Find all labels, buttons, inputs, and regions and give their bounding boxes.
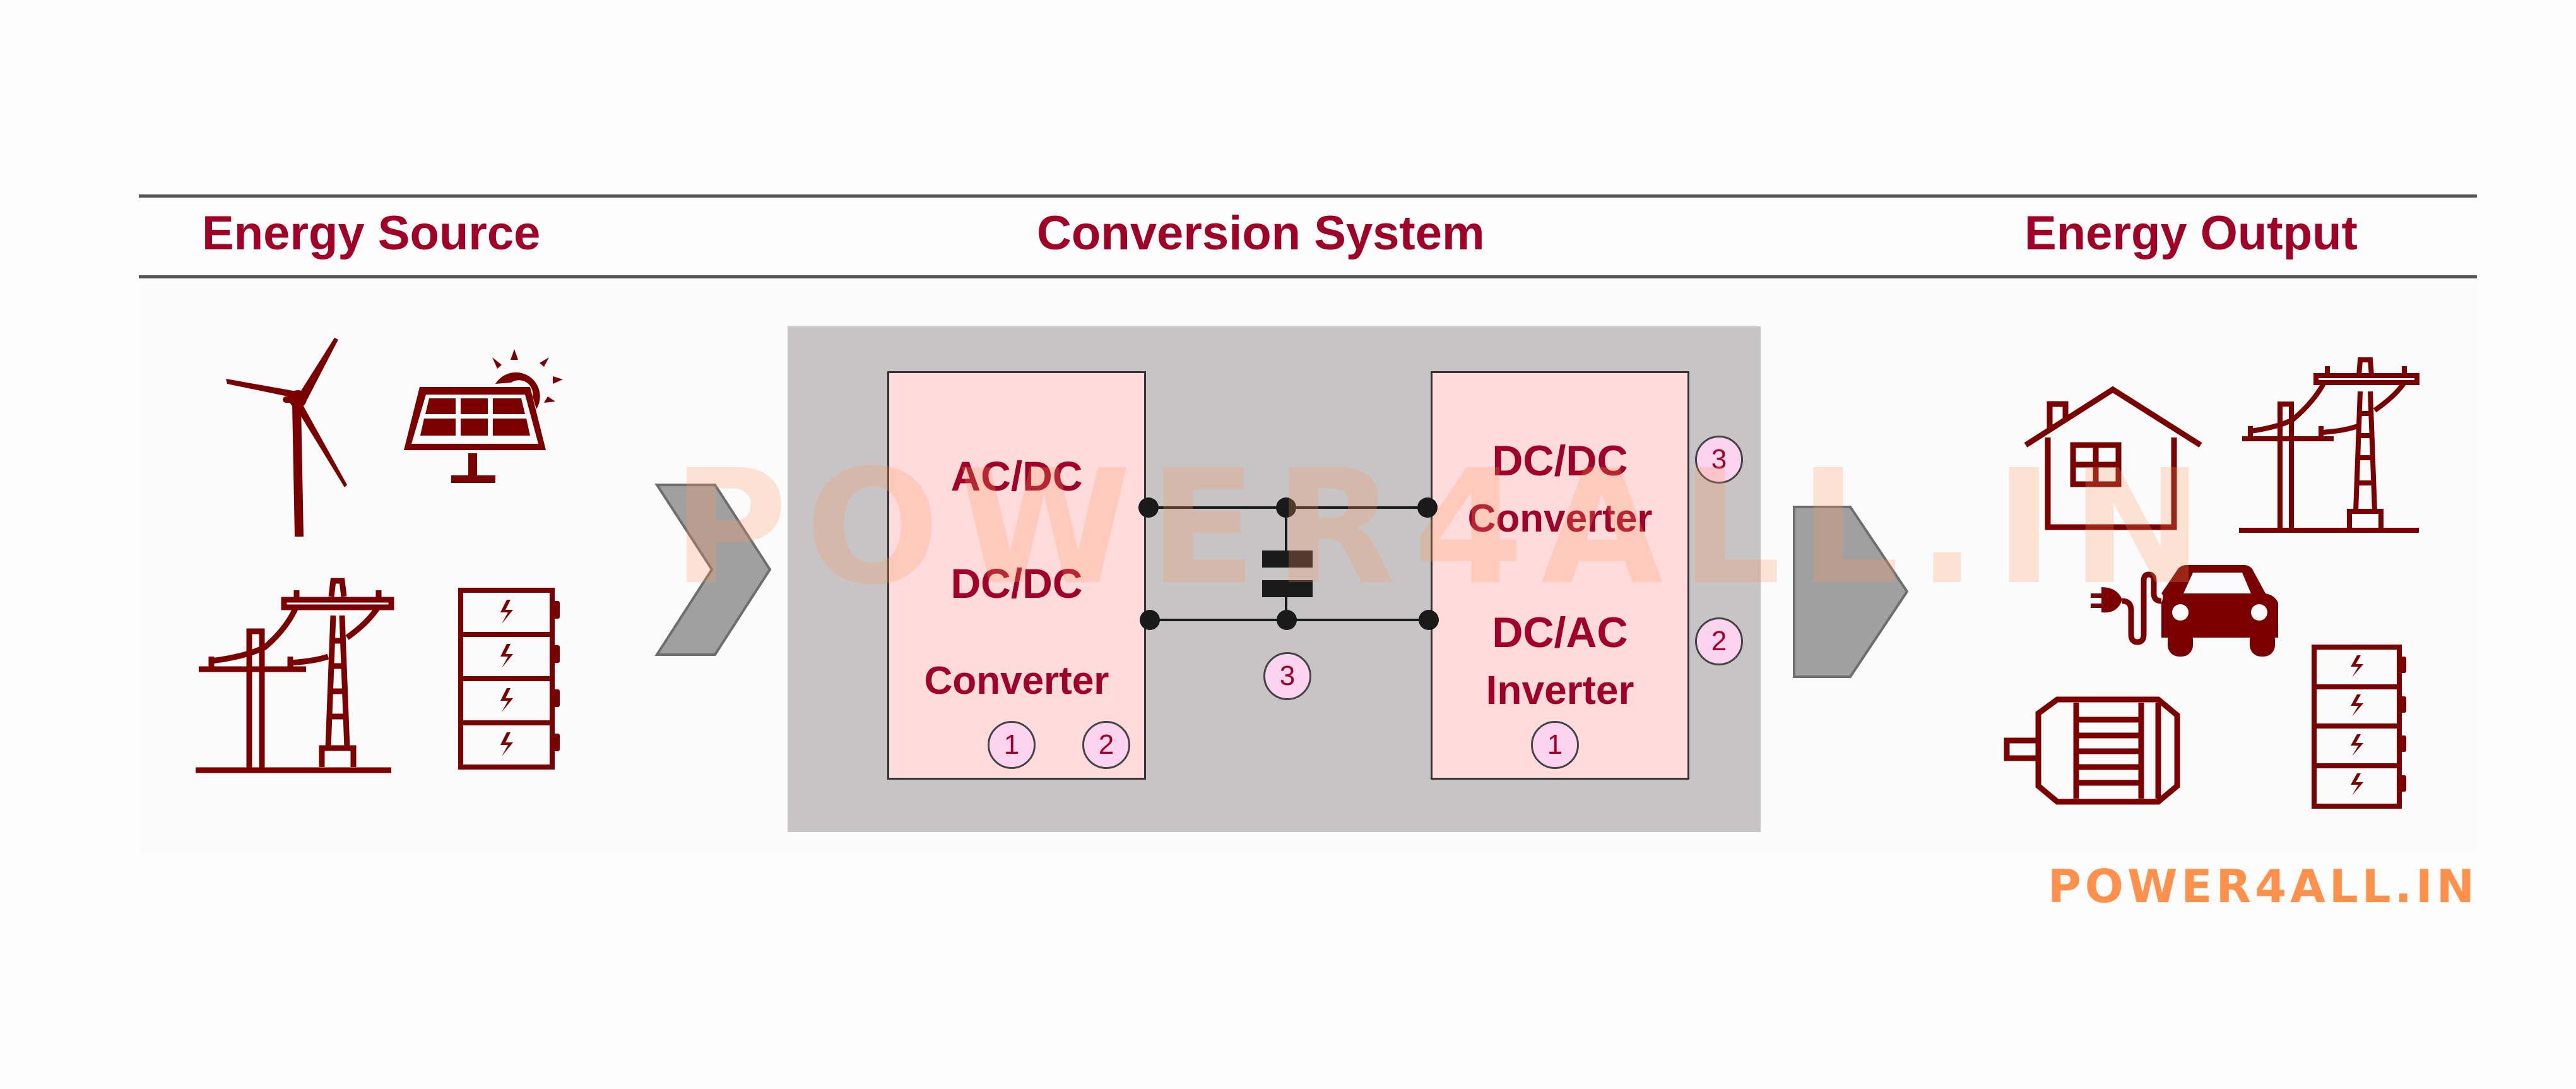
header-energy-output: Energy Output	[2024, 206, 2358, 260]
input-flow-arrow-icon	[654, 484, 772, 656]
ac-dc-dc-dc-converter-block: AC/DC DC/DC Converter	[887, 371, 1146, 780]
solar-panel-icon	[404, 349, 563, 483]
ev-charging-icon	[2091, 565, 2278, 657]
output-flow-arrow-icon	[1793, 506, 1909, 678]
battery-stack-icon	[458, 588, 560, 770]
electric-motor-icon	[2004, 696, 2180, 805]
header-bottom-rule	[139, 275, 2477, 278]
battery-stack-icon	[2312, 645, 2406, 809]
header-conversion-system: Conversion System	[1037, 206, 1485, 260]
left-block-badge-2: 2	[1082, 721, 1130, 769]
right-block-bottom-line1: DC/AC	[1492, 609, 1628, 657]
house-icon	[2024, 386, 2202, 530]
right-block-badge-2: 2	[1695, 617, 1743, 665]
left-block-badge-1: 1	[988, 721, 1036, 769]
right-block-bottom-line2: Inverter	[1486, 667, 1634, 713]
power-grid-icon	[2239, 357, 2419, 533]
footer-brand-link[interactable]: POWER4ALL.IN	[2048, 860, 2478, 913]
left-block-line2: DC/DC	[950, 560, 1083, 607]
header-top-rule	[139, 194, 2477, 198]
dc-dc-dc-ac-block: DC/DC Converter DC/AC Inverter	[1431, 371, 1689, 780]
dc-link-badge-3: 3	[1263, 652, 1311, 700]
capacitor-plate-top	[1262, 550, 1313, 568]
left-block-line3: Converter	[924, 659, 1109, 703]
right-block-top-line1: DC/DC	[1492, 437, 1628, 485]
wind-turbine-icon	[226, 338, 347, 537]
header-energy-source: Energy Source	[202, 206, 541, 260]
power-grid-icon	[196, 578, 394, 773]
dc-link-circuit	[1138, 497, 1439, 630]
capacitor-plate-bottom	[1262, 580, 1313, 597]
left-block-line1: AC/DC	[950, 453, 1083, 499]
right-block-badge-1: 1	[1531, 721, 1579, 769]
right-block-badge-3: 3	[1695, 436, 1743, 484]
right-block-top-line2: Converter	[1467, 497, 1653, 540]
